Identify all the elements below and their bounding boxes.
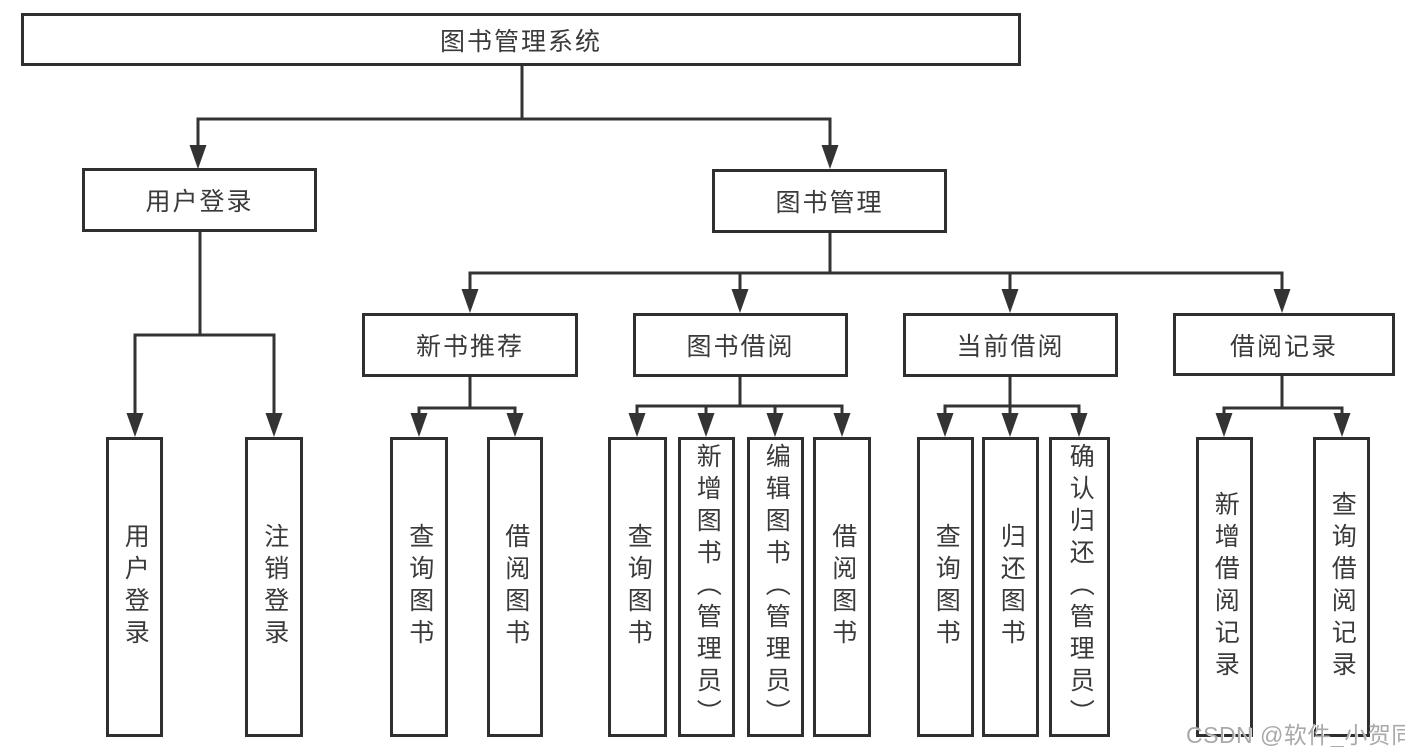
node-borrow-records: 借阅记录 [1173,313,1395,376]
node-current-borrow: 当前借阅 [903,313,1118,377]
node-label: 图书管理系统 [439,27,602,56]
leaf-query-borrow-record: 查询借阅记录 [1313,437,1370,737]
node-label: 用户登录 [145,188,254,216]
leaf-borrow-books: 借阅图书 [813,437,871,737]
leaf-label: 编辑图书（管理员） [762,443,791,731]
leaf-label: 查询图书 [932,523,961,651]
leaf-label: 注销登录 [260,523,289,651]
arrowhead [628,413,646,437]
connector-userlogin-to-leaves [133,230,276,416]
arrowhead [936,413,954,437]
arrowheads [126,145,1351,437]
leaf-borrow-books-recommend: 借阅图书 [487,437,543,737]
leaf-query-books-recommend: 查询图书 [390,437,448,737]
node-label: 图书管理 [775,189,884,217]
leaf-label: 查询图书 [405,523,434,651]
arrowhead [265,413,283,437]
arrowhead [1001,289,1019,313]
arrowhead [1333,413,1351,437]
arrowhead [410,413,428,437]
connector-root-to-level2 [196,64,832,148]
arrowhead [1070,413,1088,437]
connector-bookborrow-to-leaves [635,375,844,416]
node-label: 图书借阅 [686,333,795,361]
arrowhead [766,413,784,437]
arrowhead [189,145,207,169]
connector-newbook-to-leaves [417,375,517,416]
node-book-management: 图书管理 [712,169,947,233]
leaf-label: 确认归还（管理员） [1066,443,1095,731]
leaf-label: 借阅图书 [501,523,530,651]
leaf-return-books: 归还图书 [982,437,1039,737]
leaf-confirm-return-admin: 确认归还（管理员） [1049,437,1110,737]
arrowhead [731,289,749,313]
leaf-label: 借阅图书 [828,523,857,651]
node-new-book-recommend: 新书推荐 [362,313,578,377]
leaf-add-books-admin: 新增图书（管理员） [678,437,735,737]
connector-bookmgmt-to-level3 [468,231,1284,292]
watermark: CSDN @软件_小贺同学 [1186,722,1405,747]
arrowhead [461,289,479,313]
arrowhead [1215,413,1233,437]
leaf-label: 新增借阅记录 [1211,491,1240,683]
node-label: 借阅记录 [1229,332,1338,361]
leaf-user-login: 用户登录 [106,437,163,737]
leaf-label: 查询借阅记录 [1328,491,1357,683]
arrowhead [1273,289,1291,313]
arrowhead [1001,413,1019,437]
leaf-query-books-current: 查询图书 [917,437,974,737]
arrowhead [697,413,715,437]
leaf-label: 查询图书 [624,523,653,651]
node-label: 新书推荐 [415,333,524,361]
node-label: 当前借阅 [956,333,1065,361]
leaf-label: 新增图书（管理员） [693,443,722,731]
leaf-add-borrow-record: 新增借阅记录 [1196,437,1253,737]
arrowhead [833,413,851,437]
leaf-logout: 注销登录 [245,437,303,737]
arrowhead [821,145,839,169]
node-library-system: 图书管理系统 [21,13,1021,66]
leaf-query-books-borrow: 查询图书 [608,437,667,737]
leaf-label: 用户登录 [121,523,150,651]
leaf-edit-books-admin: 编辑图书（管理员） [747,437,804,737]
arrowhead [506,413,524,437]
connector-currentborrow-to-leaves [943,375,1081,416]
connector-borrowrecords-to-leaves [1222,374,1344,416]
leaf-label: 归还图书 [997,523,1026,651]
arrowhead [126,413,144,437]
node-book-borrow: 图书借阅 [633,313,848,377]
node-user-login: 用户登录 [82,168,317,232]
